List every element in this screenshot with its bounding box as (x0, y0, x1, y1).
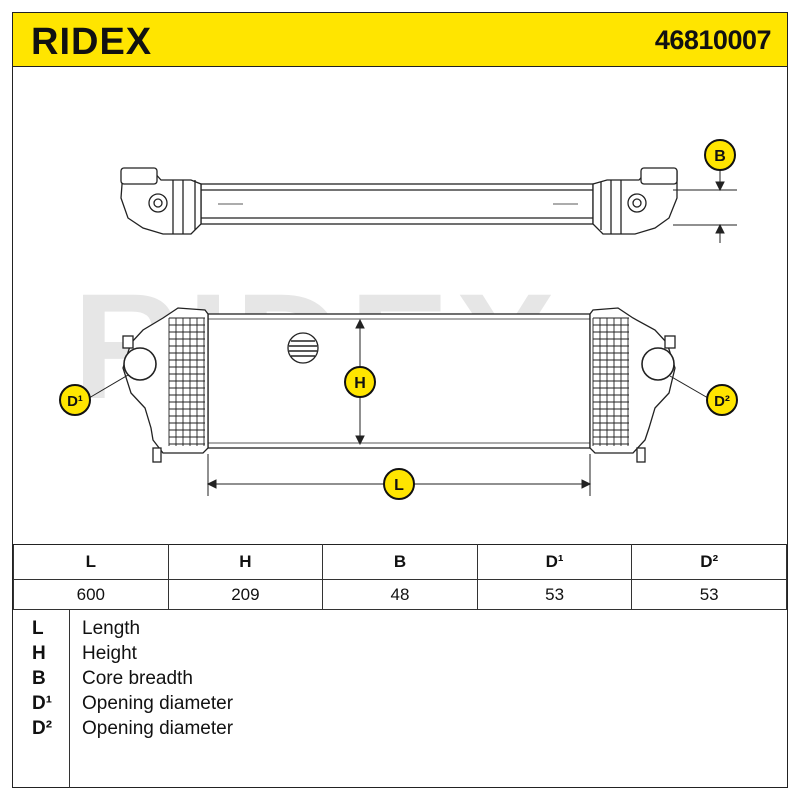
legend-desc: Opening diameter (82, 693, 234, 714)
legend-key: H (32, 643, 46, 664)
legend-desc: Length (82, 618, 141, 639)
legend-item: D² Opening diameter (13, 718, 787, 743)
legend-item: L Length (13, 618, 787, 643)
legend-key: D² (32, 718, 53, 739)
table-row: 600 209 48 53 53 (13, 579, 787, 610)
callout-h: H (344, 366, 376, 398)
table-header-cell: H (167, 544, 324, 580)
svg-text:D²: D² (714, 393, 730, 410)
legend-item: D¹ Opening diameter (13, 693, 787, 718)
table-cell: 209 (167, 579, 324, 610)
legend-desc: Core breadth (82, 668, 193, 689)
legend-divider (69, 609, 70, 788)
table-cell: 48 (322, 579, 478, 610)
table-header-row: L H B D¹ D² (13, 544, 787, 580)
svg-text:H: H (354, 375, 366, 392)
table-header-cell: D¹ (476, 544, 633, 580)
table-header-cell: L (13, 544, 169, 580)
technical-drawing: RIDEX (59, 139, 738, 500)
legend-desc: Opening diameter (82, 718, 234, 739)
product-sheet: RIDEX 46810007 RIDEX (12, 12, 788, 788)
table-cell: 53 (476, 579, 633, 610)
table-cell: 600 (13, 579, 169, 610)
dimensions-table: L H B D¹ D² 600 209 48 53 53 (13, 544, 787, 610)
svg-text:RIDEX: RIDEX (31, 23, 152, 59)
dimension-b (673, 168, 737, 243)
part-number: 46810007 (654, 25, 772, 55)
ridex-logo: RIDEX (31, 23, 152, 59)
svg-text:D¹: D¹ (67, 393, 83, 410)
header-bar: RIDEX 46810007 (13, 13, 787, 67)
callout-d1: D¹ (59, 384, 91, 416)
d-leaders (88, 374, 709, 399)
front-view (122, 307, 676, 463)
legend-desc: Height (82, 643, 137, 664)
callout-l: L (383, 468, 415, 500)
svg-text:B: B (714, 148, 726, 165)
legend-key: D¹ (32, 693, 53, 714)
table-header-cell: D² (631, 544, 787, 580)
legend-key: B (32, 668, 46, 689)
svg-text:L: L (394, 477, 404, 494)
callout-d2: D² (706, 384, 738, 416)
callout-b: B (704, 139, 736, 171)
table-header-cell: B (322, 544, 478, 580)
legend-key: L (32, 618, 44, 639)
table-cell: 53 (631, 579, 787, 610)
legend-item: H Height (13, 643, 787, 668)
top-view (120, 167, 678, 235)
legend: L Length H Height B Core breadth D¹ Open… (13, 609, 787, 788)
legend-item: B Core breadth (13, 668, 787, 693)
